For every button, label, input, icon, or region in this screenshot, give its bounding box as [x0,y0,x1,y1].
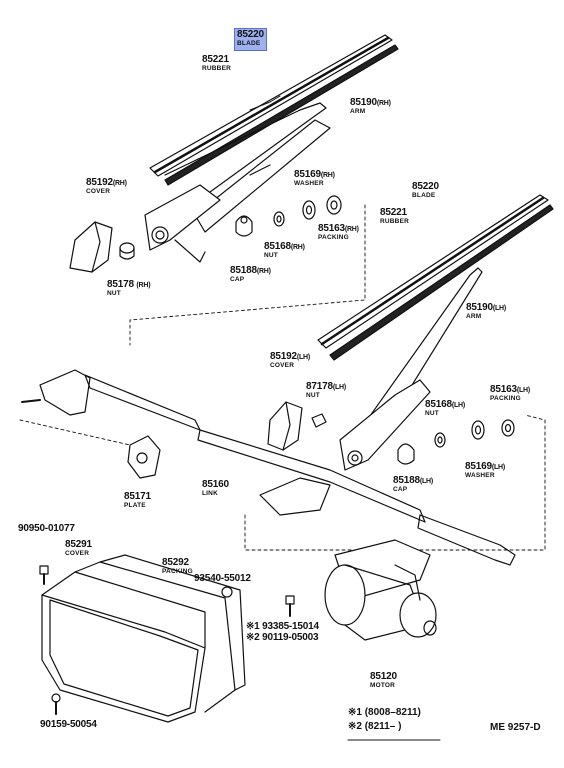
label-85292: 85292 PACKING [162,557,193,575]
label-93540-55012: 93540-55012 [194,573,251,584]
label-90119-05003: ※2 90119-05003 [246,632,319,643]
lh-wiper-arm [339,267,483,471]
screw [221,586,233,598]
rh-cover-nut [119,242,135,260]
label-85190-lh: 85190(LH) ARM [466,302,507,320]
lh-wiper-blade [317,194,554,361]
label-85169-rh: 85169(RH) WASHER [294,169,335,187]
label-85168-lh: 85168(LH) NUT [425,399,466,417]
bottom-bolt [51,693,61,715]
part-name: BLADE [237,40,261,47]
label-85192-lh: 85192(LH) COVER [270,351,311,369]
motor-bolt [285,595,295,617]
label-85169-lh: 85169(LH) WASHER [465,461,506,479]
leader-lines [19,204,546,551]
label-85221-lh: 85221 RUBBER [380,207,410,225]
label-93385-15014: ※1 93385-15014 [246,621,319,632]
diagram-code: ME 9257-D [490,722,541,733]
label-85291: 85291 COVER [65,539,92,557]
footnote-1: ※1 (8008–8211) [348,707,421,718]
label-85168-rh: 85168(RH) NUT [264,241,305,259]
lh-hardware [397,419,515,465]
label-90950-01077: 90950-01077 [18,523,75,534]
label-85220-lh: 85220 BLADE [412,181,439,199]
label-85163-lh: 85163(LH) PACKING [490,384,531,402]
cover-bolt [39,565,49,585]
footnote-2: ※2 (8211– ) [348,721,402,732]
label-85120: 85120 MOTOR [370,671,397,689]
part-number: 85220 [237,29,264,40]
label-85163-rh: 85163(RH) PACKING [318,223,359,241]
label-85160: 85160 LINK [202,479,229,497]
label-85190-rh: 85190(RH) ARM [350,97,391,115]
rh-cover [69,221,113,273]
wiper-motor [324,539,437,641]
rh-hardware [235,195,342,237]
label-85188-rh: 85188(RH) CAP [230,265,271,283]
rh-wiper-arm [144,102,331,263]
label-90159-50054: 90159-50054 [40,719,97,730]
label-85220-rh: 85220 BLADE [234,28,267,51]
lh-cover [267,401,303,451]
wiper-linkage [21,369,516,566]
rh-wiper-blade [149,34,399,186]
label-85221-rh: 85221 RUBBER [202,54,232,72]
label-85188-lh: 85188(LH) CAP [393,475,434,493]
label-87178-lh: 87178(LH) NUT [306,381,347,399]
label-85178-rh: 85178 (RH) NUT [107,279,151,297]
lh-cover-nut [311,413,327,428]
cover-assembly [41,554,246,723]
label-85171: 85171 PLATE [124,491,151,509]
label-85192-rh: 85192(RH) COVER [86,177,127,195]
